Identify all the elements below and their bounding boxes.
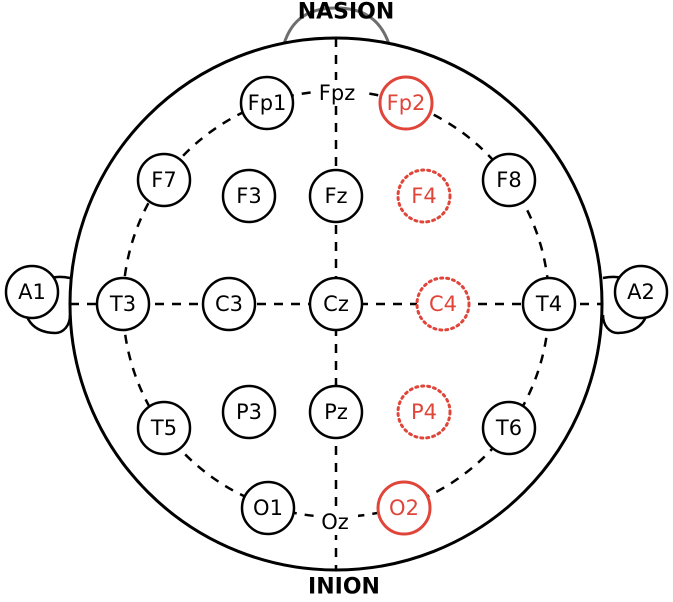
electrode-f3-label: F3	[236, 184, 261, 208]
electrode-a1-label: A1	[18, 280, 46, 304]
electrode-p4-ring	[396, 384, 452, 440]
electrode-a2: A2	[613, 264, 669, 320]
electrode-a1: A1	[4, 264, 60, 320]
electrode-t5-ring	[136, 400, 192, 456]
electrode-f4: F4	[396, 168, 452, 224]
electrode-t3-ring	[95, 276, 151, 332]
electrode-a2-label: A2	[627, 280, 655, 304]
electrode-fp1-label: Fp1	[248, 91, 287, 115]
electrode-a2-ring	[613, 264, 669, 320]
fpz-label-bg	[312, 80, 362, 106]
electrode-p3-label: P3	[236, 400, 262, 424]
electrode-fz: Fz	[308, 168, 364, 224]
electrode-pz-label: Pz	[324, 400, 348, 424]
electrode-t6-ring	[481, 400, 537, 456]
electrode-c3-label: C3	[215, 292, 243, 316]
nose	[282, 6, 391, 45]
electrode-t6-label: T6	[495, 416, 522, 440]
electrode-c3-ring	[201, 276, 257, 332]
electrode-fp2: Fp2	[378, 75, 434, 131]
electrode-a1-ring	[4, 264, 60, 320]
electrode-o1: O1	[240, 480, 296, 536]
electrode-o1-ring	[240, 480, 296, 536]
electrode-t4-label: T4	[535, 292, 562, 316]
electrode-pz-ring	[308, 384, 364, 440]
electrode-o2: O2	[376, 480, 432, 536]
electrode-t5-label: T5	[150, 416, 177, 440]
electrode-cz-label: Cz	[323, 292, 349, 316]
electrode-fz-label: Fz	[324, 184, 347, 208]
electrode-t4-ring	[521, 276, 577, 332]
electrode-t5: T5	[136, 400, 192, 456]
inion-label: INION	[308, 575, 380, 600]
electrode-f4-label: F4	[411, 184, 436, 208]
electrode-t6: T6	[481, 400, 537, 456]
fpz-label: Fpz	[319, 81, 355, 105]
electrode-t4: T4	[521, 276, 577, 332]
electrode-pz: Pz	[308, 384, 364, 440]
electrode-o2-label: O2	[389, 496, 419, 520]
electrode-fz-ring	[308, 168, 364, 224]
oz-label: Oz	[321, 510, 349, 534]
electrode-cz-ring	[308, 276, 364, 332]
oz-label-bg	[314, 509, 358, 535]
electrode-c3: C3	[201, 276, 257, 332]
electrode-p3: P3	[221, 384, 277, 440]
electrode-fp2-ring	[378, 75, 434, 131]
electrode-p4: P4	[396, 384, 452, 440]
electrode-f7-label: F7	[151, 168, 176, 192]
electrode-t3-label: T3	[109, 292, 136, 316]
electrode-f3-ring	[221, 168, 277, 224]
electrode-o2-ring	[376, 480, 432, 536]
electrode-f7: F7	[136, 152, 192, 208]
nasion-label: NASION	[298, 0, 395, 25]
electrode-c4-ring	[415, 276, 471, 332]
electrode-c4-label: C4	[429, 292, 457, 316]
electrode-t3: T3	[95, 276, 151, 332]
electrode-f3: F3	[221, 168, 277, 224]
electrode-f8-ring	[481, 152, 537, 208]
electrode-f7-ring	[136, 152, 192, 208]
electrode-o1-label: O1	[253, 496, 283, 520]
electrode-f8-label: F8	[496, 168, 521, 192]
electrode-p3-ring	[221, 384, 277, 440]
electrode-f8: F8	[481, 152, 537, 208]
electrode-fp2-label: Fp2	[387, 91, 426, 115]
electrode-fp1: Fp1	[239, 75, 295, 131]
electrode-fp1-ring	[239, 75, 295, 131]
electrode-c4: C4	[415, 276, 471, 332]
electrode-cz: Cz	[308, 276, 364, 332]
electrode-p4-label: P4	[411, 400, 437, 424]
electrode-f4-ring	[396, 168, 452, 224]
